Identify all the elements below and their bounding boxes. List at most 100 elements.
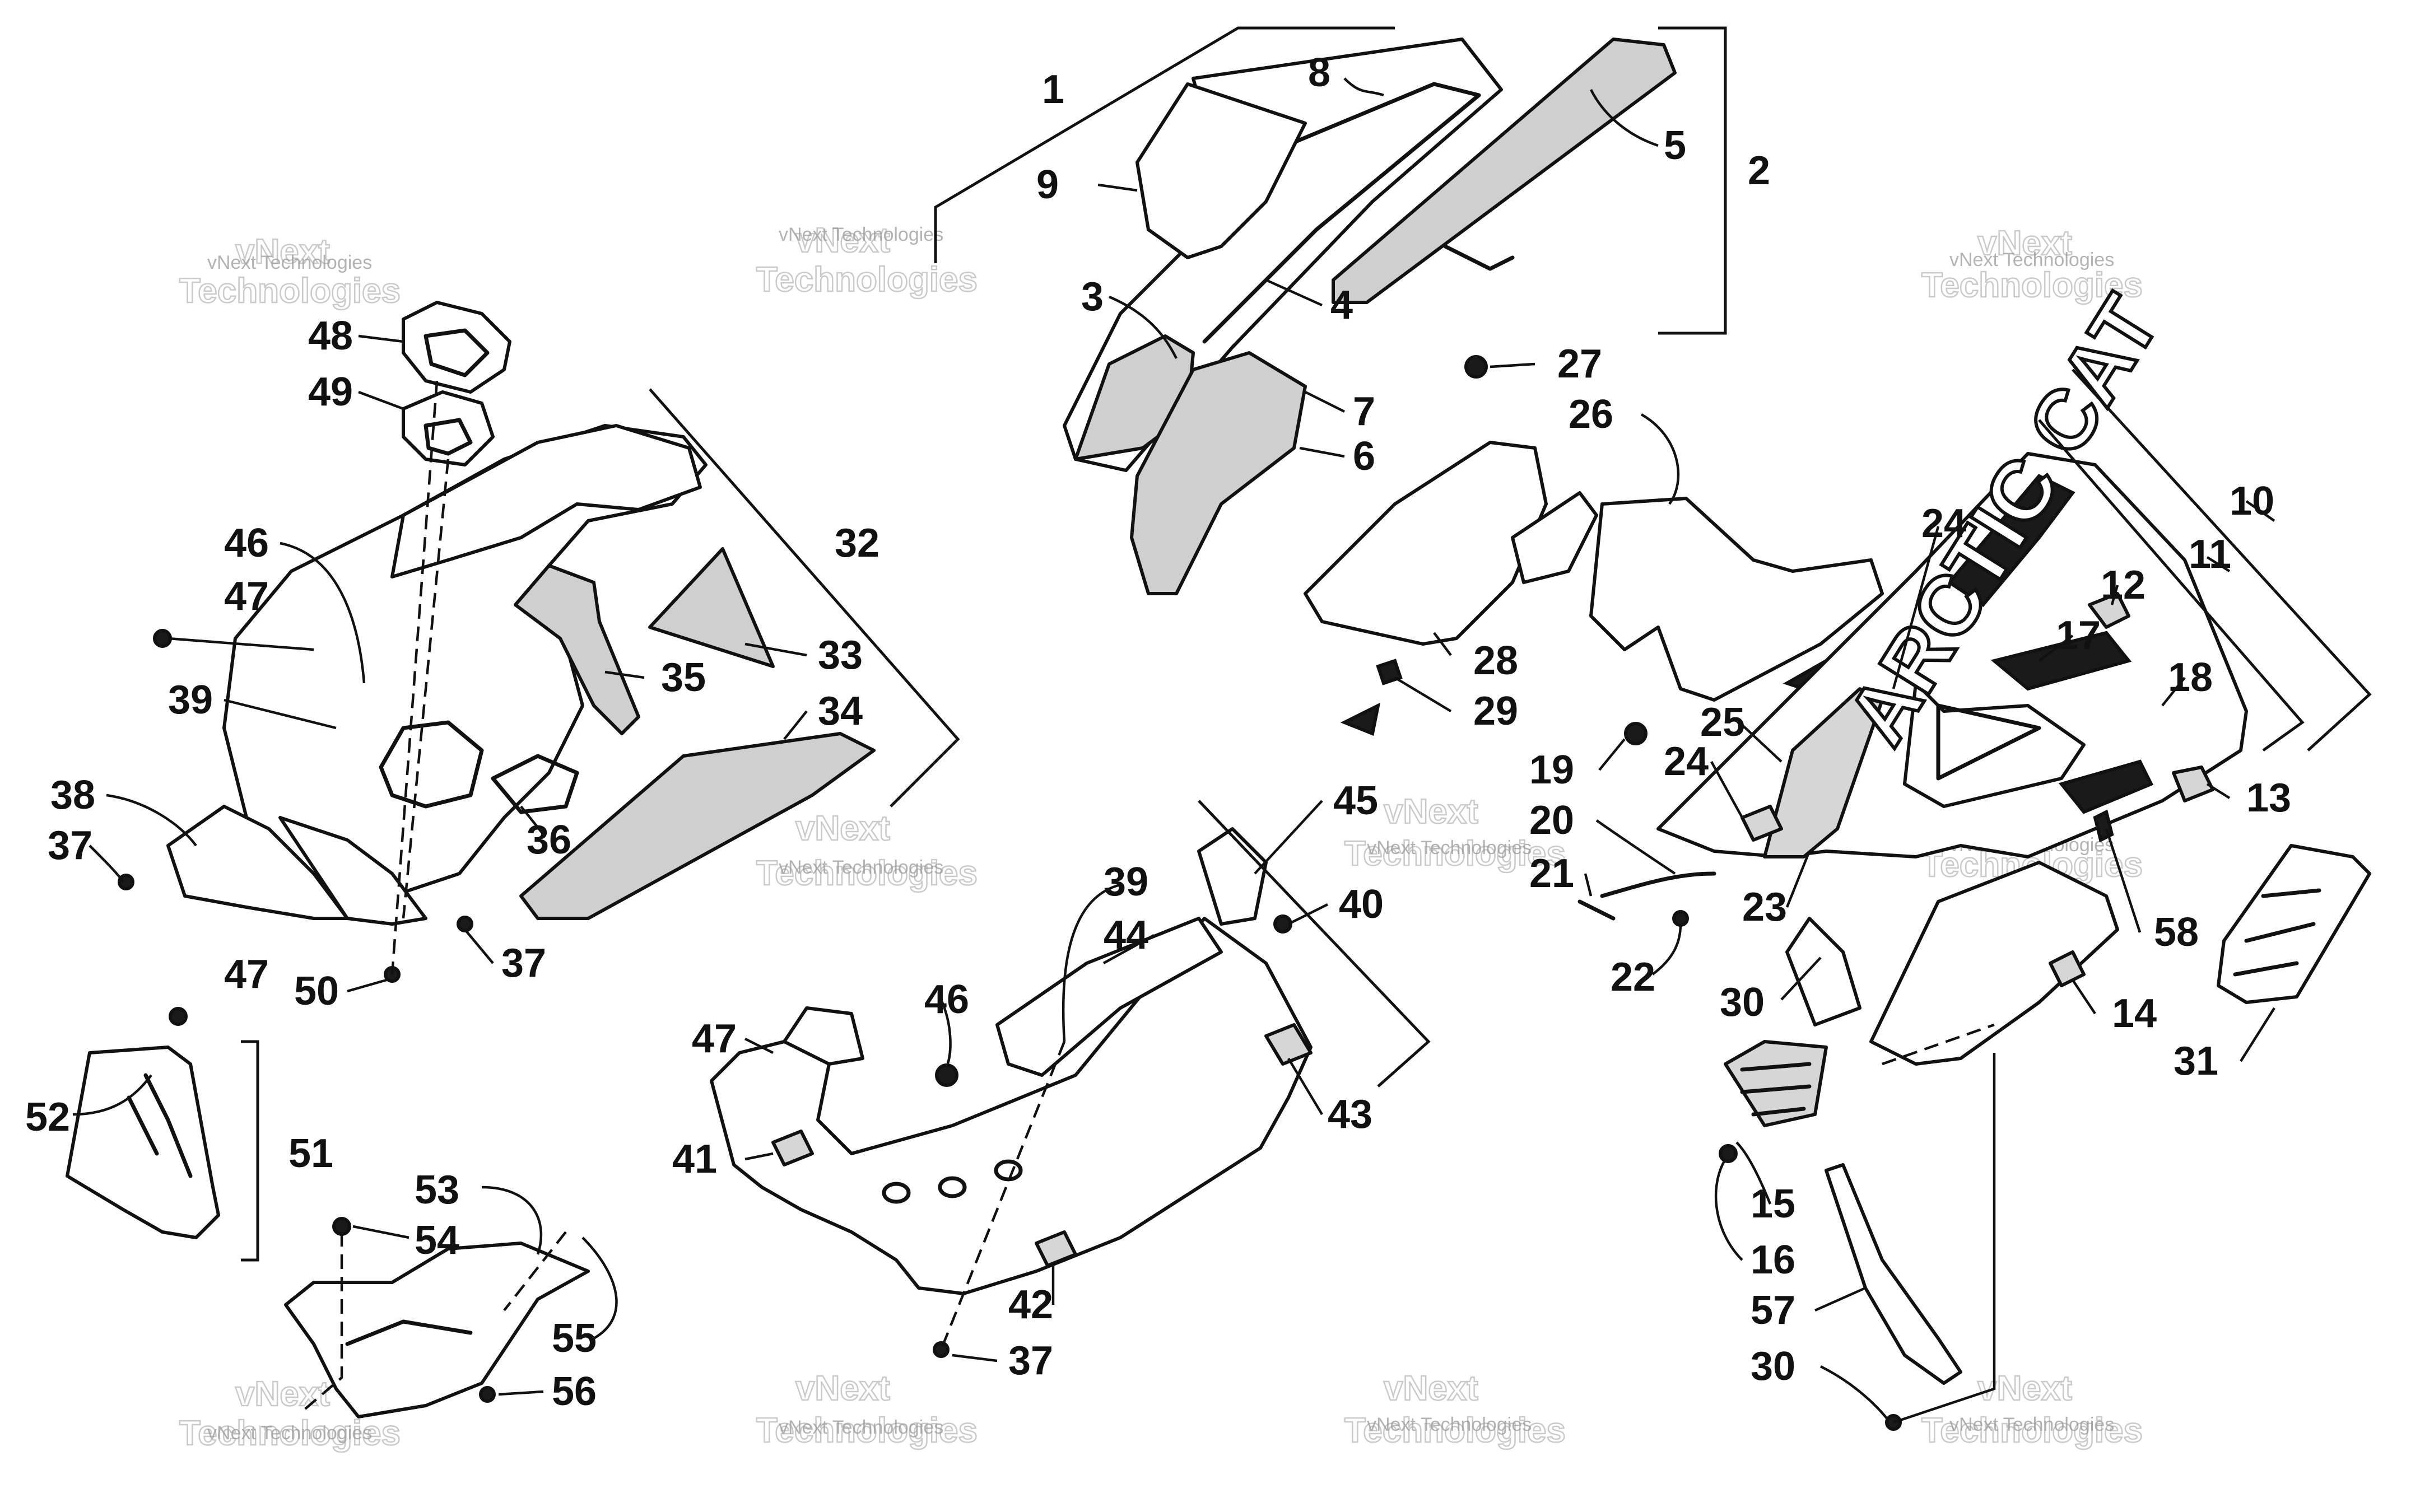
leader-3 — [1109, 295, 1178, 360]
bracket-51 — [241, 1040, 259, 1262]
callout-26: 26 — [1569, 392, 1613, 437]
callout-43: 43 — [1328, 1092, 1372, 1137]
leader-39b — [1062, 883, 1121, 1042]
leader-55 — [581, 1236, 618, 1340]
screw-part-16 — [1719, 1144, 1738, 1163]
leader-50 — [347, 978, 387, 993]
vent-cover-part-52 — [66, 1046, 220, 1239]
watermark-big: Technologies — [756, 1411, 978, 1450]
leader-36 — [520, 805, 544, 836]
callout-54: 54 — [415, 1218, 459, 1263]
assembly-line — [402, 459, 450, 919]
trim-part-57 — [1825, 1163, 1962, 1385]
leader-47 — [167, 637, 314, 651]
leader-31 — [2240, 1007, 2275, 1062]
callout-29: 29 — [1473, 689, 1518, 734]
leader-46b — [939, 999, 952, 1067]
screw-part-47 — [169, 1007, 188, 1026]
leader-11 — [2206, 556, 2231, 572]
watermark-big: vNext — [235, 1375, 330, 1413]
leader-19 — [1598, 738, 1626, 771]
screw-part-47 — [153, 629, 173, 648]
leader-37b — [464, 928, 494, 964]
callout-46: 46 — [924, 977, 969, 1022]
callout-55: 55 — [552, 1316, 597, 1361]
watermark-small: vNext Technologies — [207, 252, 372, 273]
leader-30b — [1819, 1365, 1889, 1421]
callout-25: 25 — [1700, 700, 1745, 745]
vent-cover-assembly — [66, 1007, 590, 1418]
callout-36: 36 — [527, 818, 571, 862]
leader-52 — [72, 1074, 152, 1116]
callout-15: 15 — [1751, 1182, 1795, 1226]
leader-35 — [604, 670, 645, 679]
watermark-big: vNext — [1384, 1369, 1478, 1408]
vent-cover-detail-52 — [127, 1073, 193, 1178]
leader-15 — [1735, 1141, 1772, 1205]
watermark-big: vNext — [795, 809, 890, 848]
callout-49: 49 — [308, 370, 353, 414]
badge-part-24 — [1740, 805, 1783, 842]
callout-9: 9 — [1036, 162, 1059, 207]
callout-numbers: 1 2 3 4 5 6 7 8 9 10 11 12 13 14 15 16 1… — [25, 50, 2291, 1414]
bracket-2 — [1658, 26, 1727, 335]
screw-part-19 — [1624, 722, 1648, 745]
leader-20 — [1595, 819, 1676, 875]
watermark-big: Technologies — [756, 260, 978, 299]
nose-assembly — [1304, 355, 1884, 736]
watermark-big: vNext — [235, 232, 330, 271]
callout-37: 37 — [501, 941, 546, 986]
leader-44 — [1102, 934, 1155, 964]
leader-18 — [2161, 676, 2186, 707]
clip-part-4 — [1443, 244, 1515, 271]
side-panel-assembly: ARCTIC CAT — [1577, 278, 2372, 1066]
leader-14 — [2072, 979, 2096, 1015]
callout-44: 44 — [1104, 913, 1148, 958]
callout-8: 8 — [1308, 50, 1330, 95]
callout-13: 13 — [2246, 776, 2291, 820]
callout-46: 46 — [224, 521, 269, 566]
badge-part-14 — [2049, 950, 2086, 987]
leader-37 — [89, 844, 124, 883]
leader-48 — [358, 334, 404, 343]
watermark-small: vNext Technologies — [207, 1422, 372, 1444]
leader-27 — [1490, 362, 1535, 368]
callout-30: 30 — [1751, 1344, 1795, 1389]
side-panel-dark-band — [1990, 631, 2132, 691]
vent-inner-17 — [1936, 703, 2041, 781]
leader-34 — [783, 710, 808, 740]
top-brackets — [934, 26, 1727, 335]
foam-pad-part-6 — [1130, 351, 1307, 595]
callout-34: 34 — [818, 689, 863, 734]
console-top-flange — [390, 424, 702, 578]
console-recess — [491, 754, 579, 814]
leader-39 — [224, 698, 337, 730]
callout-56: 56 — [552, 1369, 597, 1414]
watermark-big: vNext — [1384, 792, 1478, 831]
watermark-small: vNext Technologies — [1367, 1414, 1532, 1435]
watermark-big: vNext — [795, 221, 890, 260]
leader-6 — [1299, 446, 1345, 458]
callout-10: 10 — [2230, 479, 2274, 524]
callout-33: 33 — [818, 633, 863, 678]
watermark-big: Technologies — [1344, 1411, 1566, 1450]
leader-25 — [1738, 721, 1783, 763]
leader-24 — [1892, 526, 1940, 689]
leader-lines — [72, 77, 2275, 1421]
leader-9 — [1097, 183, 1138, 192]
assembly-line — [1893, 1053, 1996, 1424]
callout-47: 47 — [224, 574, 269, 619]
leader-30 — [1780, 956, 1822, 1001]
vent-duct-inner — [345, 1319, 473, 1346]
callout-37: 37 — [48, 823, 92, 868]
callout-30: 30 — [1720, 980, 1765, 1025]
leader-58 — [2105, 828, 2142, 933]
callout-41: 41 — [672, 1137, 717, 1182]
gasket-inner-48 — [424, 328, 490, 377]
watermark-big: vNext — [1977, 224, 2072, 263]
leader-10 — [2245, 500, 2275, 522]
leader-5 — [1589, 88, 1659, 147]
callout-47: 47 — [224, 952, 269, 997]
nose-bracket-part — [1511, 491, 1598, 584]
watermark-small: vNext Technologies — [1367, 837, 1532, 858]
